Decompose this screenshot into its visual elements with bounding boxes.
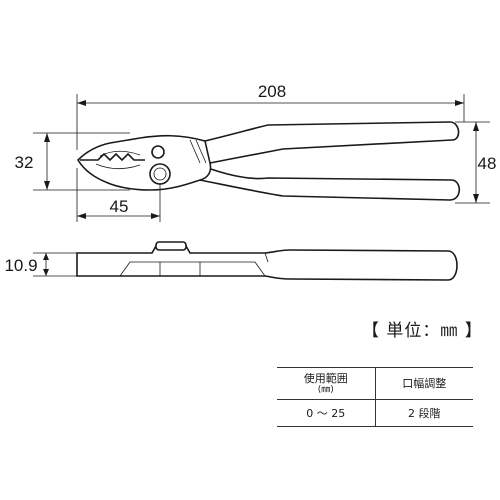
dim-handle-height: 48 [455, 121, 497, 204]
dim-overall-length: 208 [76, 82, 465, 150]
dim-jaw-length: 45 [76, 168, 161, 222]
dim-10-9-label: 10.9 [4, 256, 37, 275]
spec-header-adjust: 口幅調整 [375, 367, 473, 400]
unit-label: 【 単位：㎜ 】 [362, 321, 483, 341]
side-body [76, 245, 458, 281]
dim-48-label: 48 [478, 154, 497, 173]
jaw-teeth [80, 152, 145, 162]
dim-thickness: 10.9 [4, 252, 77, 277]
spec-header-adjust-label: 口幅調整 [402, 377, 447, 390]
spec-cell-adjust: 2 段階 [375, 399, 473, 427]
pivot-rivet-inner [153, 167, 167, 181]
slip-joint-hole [151, 145, 165, 159]
spec-table-header-row: 使用範囲 (㎜) 口幅調整 [277, 367, 473, 400]
table-row: 0 ～ 25 2 段階 [277, 399, 473, 427]
dim-208-label: 208 [258, 82, 286, 101]
jaw-gap [95, 150, 141, 170]
side-rivet [155, 241, 187, 251]
spec-table: 使用範囲 (㎜) 口幅調整 0 ～ 25 2 段階 [277, 367, 473, 427]
upper-handle [204, 121, 460, 164]
lower-handle [199, 166, 461, 201]
side-detail [119, 252, 269, 277]
spec-header-range: 使用範囲 (㎜) [277, 367, 376, 400]
spec-cell-range: 0 ～ 25 [277, 399, 376, 427]
spec-header-range-label: 使用範囲 [303, 371, 348, 385]
pliers-top-view [76, 121, 461, 201]
neck-lines [189, 139, 207, 164]
spec-header-range-unit: (㎜) [317, 384, 334, 395]
pivot-rivet [149, 163, 171, 185]
dim-45-label: 45 [110, 197, 129, 216]
pliers-side-view [76, 241, 458, 281]
dim-32-label: 32 [15, 153, 34, 172]
dim-jaw-height: 32 [15, 132, 130, 191]
plier-head [76, 134, 212, 191]
